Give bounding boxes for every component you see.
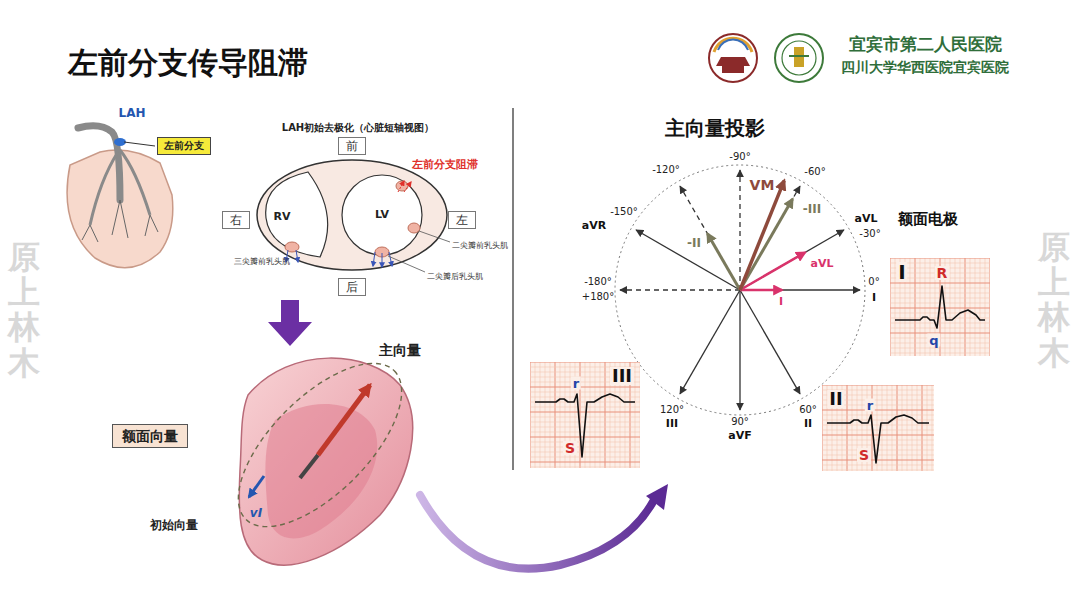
- lead-label: aVL: [855, 213, 878, 226]
- vector-label: VM: [750, 177, 775, 193]
- angle-label: -150°: [610, 206, 638, 218]
- angle-label: 90°: [731, 416, 749, 428]
- slide-title: 左前分支传导阻滞: [68, 46, 308, 81]
- vector-label: -III: [803, 203, 821, 217]
- box-label: 前: [346, 139, 358, 153]
- section-heading: 额面电极: [898, 211, 958, 228]
- orientation-box: 前: [338, 137, 366, 155]
- lead-label: aVF: [728, 430, 751, 443]
- lead-label: I: [872, 292, 876, 305]
- orientation-box: 左: [448, 211, 476, 229]
- wave-label: r: [865, 399, 875, 412]
- ecg-panel: II rS: [822, 385, 934, 471]
- lead-label: II: [804, 418, 812, 431]
- angle-label: -120°: [652, 164, 680, 176]
- angle-label: 0°: [868, 276, 879, 288]
- angle-label: 60°: [799, 404, 817, 416]
- hospital-name: 四川大学华西医院宜宾医院: [841, 60, 1009, 76]
- lead-name: III: [610, 367, 634, 385]
- wave-label: S: [857, 448, 871, 462]
- short-axis-heart: [257, 160, 450, 272]
- vector-label: aVL: [811, 258, 834, 271]
- hospital-logo: [709, 34, 823, 82]
- hospital-name: 宜宾市第二人民医院: [849, 35, 1002, 55]
- angle-label: -180°: [584, 276, 612, 288]
- vector-label: -II: [687, 237, 701, 251]
- lead-label: aVR: [582, 220, 606, 233]
- transition-arrow: [420, 484, 668, 569]
- section-heading: 主向量投影: [665, 117, 765, 140]
- frontal-heart: [212, 337, 428, 565]
- chamber-label: LV: [375, 209, 389, 222]
- divider: [512, 108, 514, 470]
- lead-name: I: [896, 262, 907, 282]
- watermark: 原上林木: [1038, 230, 1070, 371]
- box-label: 右: [230, 213, 242, 227]
- box-label: 额面向量: [122, 428, 178, 445]
- wave-label: S: [563, 441, 577, 455]
- lead-name: II: [827, 390, 844, 408]
- muscle-label: 二尖瓣后乳头肌: [427, 273, 483, 282]
- angle-label: 120°: [660, 404, 684, 416]
- wave-label: R: [935, 266, 950, 280]
- ecg-panel: I Rq: [890, 258, 990, 356]
- angle-label: -60°: [804, 166, 825, 178]
- down-arrow: [268, 300, 312, 346]
- box-label: 左前分支: [164, 140, 204, 152]
- box-label: 左: [456, 213, 468, 227]
- angle-label: -90°: [729, 151, 750, 163]
- hexaxial-reference: [615, 165, 865, 415]
- muscle-label: 二尖瓣前乳头肌: [452, 242, 508, 251]
- box-label: 后: [346, 280, 358, 294]
- frontal-vector-box: 额面向量: [112, 424, 188, 449]
- orientation-box: 右: [222, 211, 250, 229]
- orientation-box: 后: [338, 278, 366, 296]
- wave-label: q: [927, 334, 940, 347]
- angle-label: -30°: [859, 228, 880, 240]
- vector-label: 初始向量: [150, 519, 198, 533]
- ecg-panel: III rS: [530, 362, 640, 468]
- view-heading: LAH初始去极化（心脏短轴视图）: [282, 122, 434, 134]
- lead-label: III: [666, 418, 678, 431]
- vector-label: vI: [250, 507, 262, 521]
- muscle-label: 三尖瓣前乳头肌: [234, 258, 290, 267]
- wave-label: r: [571, 377, 581, 390]
- vector-label: I: [779, 296, 783, 309]
- vector-label: 主向量: [379, 342, 421, 358]
- block-label: 左前分支阻滞: [412, 159, 478, 172]
- part-label: LAH: [119, 107, 146, 121]
- branch-tag: 左前分支: [157, 137, 211, 155]
- watermark: 原上林木: [8, 240, 40, 381]
- angle-label: +180°: [582, 291, 614, 303]
- chamber-label: RV: [274, 211, 291, 224]
